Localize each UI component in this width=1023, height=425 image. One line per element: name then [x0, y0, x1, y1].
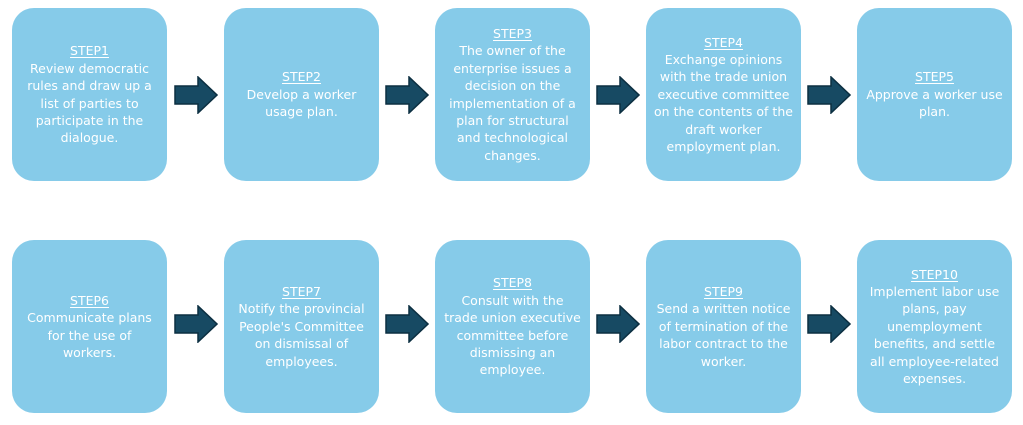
step-6-title: STEP6 — [70, 292, 109, 308]
right-arrow-icon — [174, 305, 218, 343]
step-8-text: Consult with the trade union executive c… — [444, 292, 581, 378]
step-4-title: STEP4 — [704, 34, 743, 50]
right-arrow-icon — [174, 76, 218, 114]
step-6-box: STEP6 Communicate plans for the use of w… — [12, 240, 167, 413]
step-10-text: Implement labor use plans, pay unemploym… — [869, 283, 1000, 387]
step-9-text: Send a written notice of termination of … — [656, 301, 791, 369]
right-arrow-icon — [385, 76, 429, 114]
step-2-box: STEP2 Develop a worker usage plan. — [224, 8, 379, 181]
step-7-text: Notify the provincial People's Committee… — [238, 301, 365, 369]
right-arrow-icon — [807, 76, 851, 114]
step-1-title: STEP1 — [70, 43, 109, 59]
step-3-text: The owner of the enterprise issues a dec… — [449, 43, 576, 163]
step-9-title: STEP9 — [704, 283, 743, 299]
step-5-text: Approve a worker use plan. — [866, 86, 1003, 120]
right-arrow-icon — [385, 305, 429, 343]
step-1-text: Review democratic rules and draw up a li… — [27, 60, 152, 146]
step-10-box: STEP10 Implement labor use plans, pay un… — [857, 240, 1012, 413]
step-5-title: STEP5 — [915, 69, 954, 85]
right-arrow-icon — [596, 305, 640, 343]
step-8-title: STEP8 — [493, 275, 532, 291]
step-3-title: STEP3 — [493, 25, 532, 41]
step-4-box: STEP4 Exchange opinions with the trade u… — [646, 8, 801, 181]
step-1-box: STEP1 Review democratic rules and draw u… — [12, 8, 167, 181]
step-10-title: STEP10 — [911, 266, 958, 282]
step-7-box: STEP7 Notify the provincial People's Com… — [224, 240, 379, 413]
step-7-title: STEP7 — [282, 283, 321, 299]
step-9-box: STEP9 Send a written notice of terminati… — [646, 240, 801, 413]
step-2-title: STEP2 — [282, 69, 321, 85]
step-5-box: STEP5 Approve a worker use plan. — [857, 8, 1012, 181]
right-arrow-icon — [596, 76, 640, 114]
step-3-box: STEP3 The owner of the enterprise issues… — [435, 8, 590, 181]
step-2-text: Develop a worker usage plan. — [246, 86, 357, 120]
step-4-text: Exchange opinions with the trade union e… — [654, 51, 793, 155]
step-6-text: Communicate plans for the use of workers… — [27, 310, 152, 360]
step-8-box: STEP8 Consult with the trade union execu… — [435, 240, 590, 413]
right-arrow-icon — [807, 305, 851, 343]
